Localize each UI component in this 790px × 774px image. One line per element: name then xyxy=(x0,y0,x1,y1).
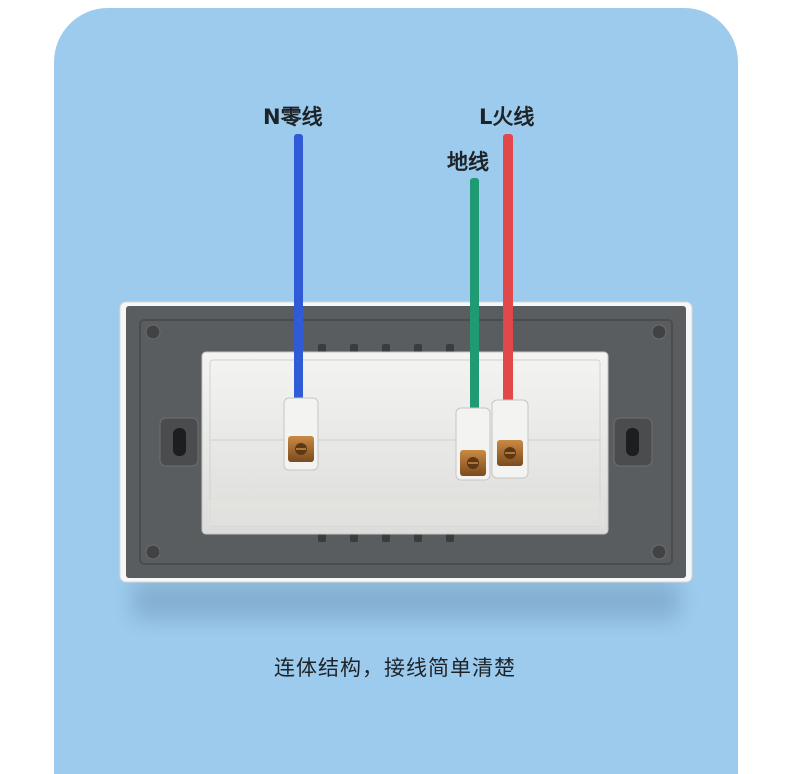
neutral-wire-label: N零线 xyxy=(263,105,323,129)
mounting-hole-right xyxy=(626,428,639,456)
corner-screw-hole xyxy=(145,324,161,340)
module-base xyxy=(208,500,604,526)
ground-wire xyxy=(470,178,479,414)
plate-recess xyxy=(139,319,673,565)
caption-text: 连体结构，接线简单清楚 xyxy=(274,656,516,680)
ground-terminal xyxy=(455,407,491,481)
live-wire xyxy=(503,134,513,406)
corner-screw-hole xyxy=(145,544,161,560)
live-wire-label: L火线 xyxy=(479,105,535,129)
corner-screw-hole xyxy=(651,324,667,340)
neutral-terminal xyxy=(283,397,319,471)
corner-screw-hole xyxy=(651,544,667,560)
neutral-wire xyxy=(294,134,303,404)
mounting-hole-left xyxy=(173,428,186,456)
ground-wire-label: 地线 xyxy=(447,150,489,174)
live-terminal xyxy=(491,399,529,479)
plate-shadow xyxy=(132,580,680,620)
